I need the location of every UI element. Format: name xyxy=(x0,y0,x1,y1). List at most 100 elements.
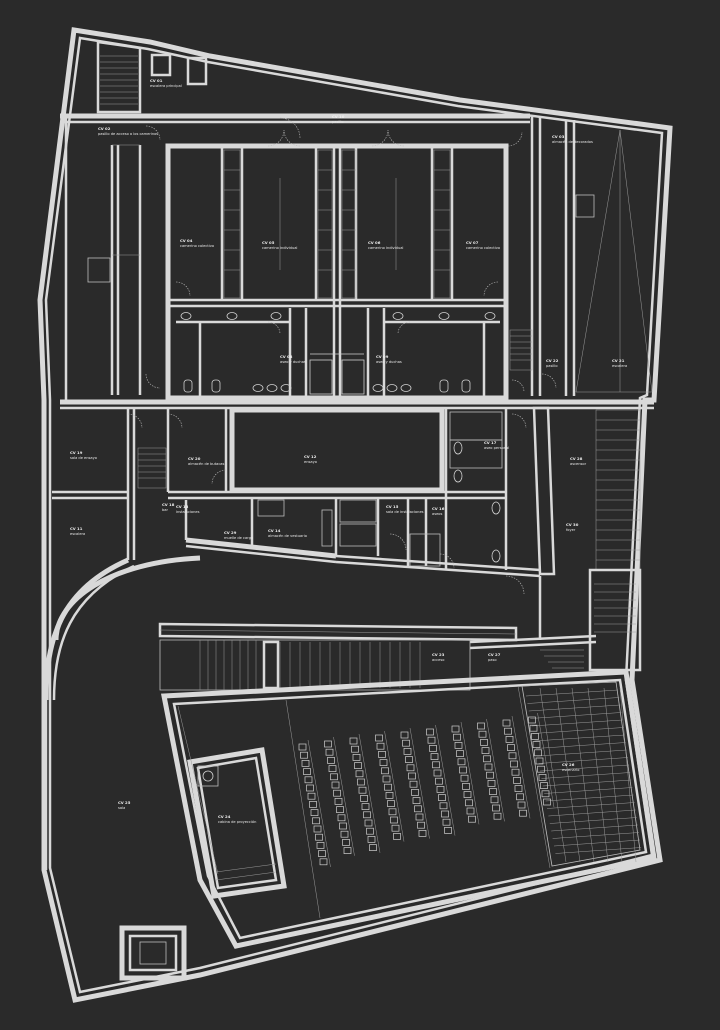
room-code-s15: CV 15 xyxy=(386,504,399,509)
seat xyxy=(391,824,400,832)
seat xyxy=(360,795,368,802)
seat xyxy=(543,798,551,806)
seat xyxy=(462,783,470,790)
room-name-s05: camerino individual xyxy=(262,246,297,250)
seat xyxy=(381,767,389,775)
seat xyxy=(532,741,541,748)
room-name-s12: ensayo xyxy=(304,460,317,464)
room-name-s10: pasillo xyxy=(332,120,344,124)
seat xyxy=(429,745,437,752)
seat xyxy=(319,858,328,866)
seat xyxy=(384,783,392,791)
stage-hatch-line xyxy=(539,764,630,772)
seat xyxy=(427,736,436,744)
room-code-s13: CV 13 xyxy=(176,504,189,509)
seat-row-line xyxy=(511,715,531,819)
room-code-s26: CV 26 xyxy=(562,762,575,767)
seat-row-line xyxy=(358,733,381,853)
stage-hatch-line xyxy=(525,689,619,697)
stage-hatch-line xyxy=(551,824,638,832)
room-code-s17: CV 17 xyxy=(484,440,497,445)
seat xyxy=(307,792,316,800)
seat xyxy=(441,810,449,818)
stage-grid-line xyxy=(539,687,567,863)
seat xyxy=(328,765,337,772)
seat xyxy=(367,836,376,843)
room-code-s04: CV 04 xyxy=(180,238,193,243)
room-code-s29: CV 29 xyxy=(224,530,237,535)
stage-hatch-line xyxy=(544,787,633,794)
seat xyxy=(541,790,550,798)
stage-grid-line xyxy=(619,687,637,863)
seat xyxy=(309,801,317,808)
stage-hatch-line xyxy=(546,802,635,809)
seat xyxy=(300,751,308,759)
seat xyxy=(393,833,401,840)
seat xyxy=(333,789,341,797)
seat xyxy=(504,727,512,735)
room-name-s23: acceso xyxy=(432,658,444,662)
room-code-s27: CV 27 xyxy=(488,652,501,657)
seat xyxy=(375,734,383,742)
seat xyxy=(403,748,412,755)
room-name-s17: aseo personal xyxy=(484,446,509,450)
seat xyxy=(334,798,343,805)
seat xyxy=(466,807,475,815)
room-name-s06: camerino individual xyxy=(368,246,403,250)
seat xyxy=(388,808,397,816)
seat xyxy=(337,814,346,822)
room-name-s20: almacén de butacas xyxy=(188,462,224,466)
room-code-s20: CV 20 xyxy=(188,456,201,461)
seat xyxy=(336,806,344,813)
room-name-s15: sala de instalaciones xyxy=(386,510,424,514)
seat-row-line xyxy=(537,712,555,808)
room-name-s01: escalera principal xyxy=(150,84,182,88)
room-code-s05: CV 05 xyxy=(262,240,275,245)
room-name-s08: aseo y duchas xyxy=(280,360,306,364)
seat xyxy=(379,759,388,766)
stage-hatch-line xyxy=(552,832,639,839)
stage-hatch-line xyxy=(553,839,641,847)
seat xyxy=(412,797,421,804)
seat xyxy=(486,771,494,779)
stage-hatch-line xyxy=(535,742,626,749)
seat-row-line xyxy=(384,730,405,842)
seat xyxy=(304,776,313,784)
seat xyxy=(306,784,314,792)
room-code-s09: CV 09 xyxy=(376,354,389,359)
seat-row-line xyxy=(486,718,505,822)
stage-hatch-line xyxy=(541,772,631,779)
room-name-s04: camerino colectivo xyxy=(180,244,214,248)
seat xyxy=(355,770,364,778)
seat xyxy=(478,730,487,738)
seat xyxy=(528,716,536,724)
seat xyxy=(508,752,517,760)
seat xyxy=(514,785,523,792)
seat xyxy=(513,777,521,784)
room-name-s03: almacén de decorados xyxy=(552,140,593,144)
seat xyxy=(408,772,416,780)
seat xyxy=(378,751,386,758)
seat xyxy=(405,756,413,763)
seat xyxy=(444,827,452,834)
seat xyxy=(435,777,443,785)
stage-hatch-line xyxy=(549,817,637,824)
seat xyxy=(453,733,461,741)
seat xyxy=(366,827,374,835)
seat xyxy=(517,801,526,809)
room-code-s12: CV 12 xyxy=(304,454,317,459)
seat xyxy=(468,815,476,823)
middle-band xyxy=(52,406,641,595)
stage-grid-line xyxy=(571,687,595,863)
room-name-s02: pasillo de acceso a los camerinos xyxy=(98,132,158,136)
seat xyxy=(342,839,350,846)
seat xyxy=(364,819,373,827)
seat xyxy=(402,739,410,747)
seat xyxy=(415,813,424,821)
seat xyxy=(318,850,326,857)
seat xyxy=(484,763,493,771)
seat xyxy=(340,830,349,838)
room-code-s02: CV 02 xyxy=(98,126,111,131)
seat xyxy=(456,750,464,757)
seat xyxy=(531,733,539,740)
